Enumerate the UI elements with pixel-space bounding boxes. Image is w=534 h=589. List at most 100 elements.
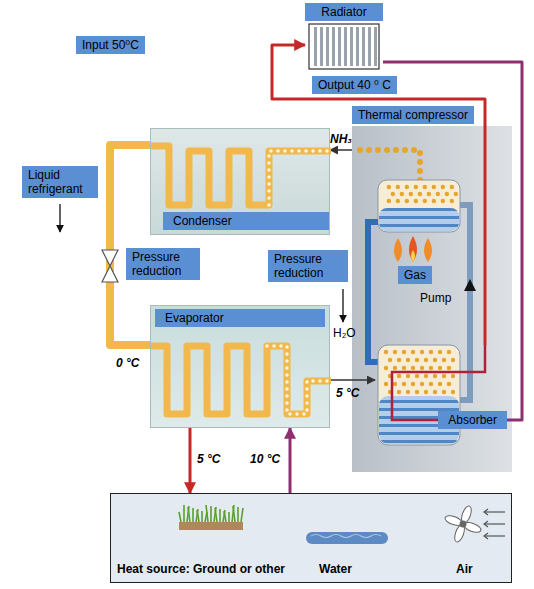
vapor-dot — [441, 199, 445, 203]
vapor-dots — [267, 346, 331, 414]
vapor-dot — [415, 358, 419, 362]
label-holder: Output 40 ⁰ C — [312, 76, 397, 94]
callout-label: Pressure reduction — [268, 250, 348, 282]
temperature-label: 5 °C — [197, 452, 220, 466]
flame — [409, 236, 417, 262]
generator-vessel — [378, 180, 460, 232]
air-arrow-head — [484, 509, 488, 515]
vapor-dot — [447, 382, 451, 386]
vapor-dot — [393, 350, 397, 354]
flow-label: NH₃ — [330, 132, 352, 146]
label-holder: H₂O — [333, 326, 356, 340]
vapor-dot — [409, 192, 413, 196]
vapor-dot — [429, 382, 433, 386]
vapor-dot — [384, 366, 388, 370]
vapor-dot — [414, 199, 418, 203]
grass-blade — [237, 507, 239, 522]
grass-blade — [223, 510, 225, 522]
section-heading: Thermal compressor — [352, 106, 474, 124]
vapor-dot — [396, 185, 400, 189]
grass-blade — [201, 511, 203, 522]
vapor-dot — [402, 366, 406, 370]
grass-blade — [197, 510, 199, 522]
callout-label: H₂O — [333, 326, 356, 340]
refrigerant-coil — [151, 346, 331, 414]
temperature-label: 0 °C — [116, 356, 139, 370]
air-arrow — [484, 523, 505, 524]
radiator-fin — [350, 27, 353, 66]
vapor-dot — [406, 374, 410, 378]
grass-blade — [188, 507, 190, 522]
solution-pipe — [368, 222, 378, 362]
grass-blade — [192, 508, 194, 522]
flame — [424, 238, 432, 262]
radiator-fin — [338, 27, 341, 66]
grass-blade — [228, 512, 230, 522]
vapor-dot — [429, 366, 433, 370]
heat-flow-arrow — [189, 428, 192, 493]
vapor-dot — [420, 382, 424, 386]
label-holder: Pump — [420, 291, 451, 305]
vapor-dot — [447, 350, 451, 354]
liquid-refrigerant-pipe — [110, 145, 150, 345]
vapor-dot — [424, 390, 428, 394]
label-holder: NH₃ — [330, 132, 352, 146]
grass-blade — [183, 505, 185, 522]
callout-label: Pump — [420, 291, 451, 305]
flame-core — [411, 250, 415, 262]
vapor-dot — [406, 358, 410, 362]
callout-label: Output 40 ⁰ C — [312, 76, 397, 94]
grass-blade — [206, 505, 208, 522]
vapor-dot — [432, 185, 436, 189]
vapor-dot — [454, 192, 458, 196]
expansion-valve — [102, 250, 118, 282]
temperature-label: 5 °C — [336, 386, 359, 400]
vapor-dot — [414, 185, 418, 189]
vapor-dot — [393, 366, 397, 370]
vapor-dot — [436, 192, 440, 196]
vapor-dot — [438, 350, 442, 354]
source-label: Water — [319, 562, 456, 576]
label-holder: Pressure reduction — [126, 248, 200, 280]
vapor-dot — [445, 192, 449, 196]
vapor-dot — [393, 382, 397, 386]
air-arrow — [484, 511, 505, 512]
vapor-dot — [424, 358, 428, 362]
source-label: Heat source: Ground or other — [117, 562, 319, 576]
vapor-dot — [420, 366, 424, 370]
radiator-body — [309, 24, 379, 69]
label-holder: 0 °C — [116, 356, 139, 370]
vapor-dot — [442, 390, 446, 394]
absorber-vessel: Absorber — [375, 345, 507, 450]
air-arrow-head — [484, 521, 488, 527]
label-holder: Gas — [398, 266, 432, 284]
flow-arrow — [342, 289, 343, 322]
vapor-dot — [402, 382, 406, 386]
radiator-fin — [314, 27, 317, 66]
vapor-dot — [400, 192, 404, 196]
heat-flow-arrow — [289, 428, 292, 493]
vapor-dot — [387, 199, 391, 203]
vapor-dot — [391, 192, 395, 196]
grass-blade — [241, 508, 243, 522]
vapor-dot — [447, 366, 451, 370]
vapor-dot — [450, 185, 454, 189]
radiator-fin — [320, 27, 323, 66]
component-label: Evaporator — [155, 309, 325, 327]
vapor-dot — [415, 390, 419, 394]
vapor-dots — [387, 185, 458, 203]
grass-blade — [214, 507, 216, 522]
radiator-fin — [368, 27, 371, 66]
soil — [179, 522, 243, 530]
water-wave — [311, 535, 381, 538]
vapor-dot — [397, 390, 401, 394]
flow-arrow — [59, 204, 60, 232]
grass-blade — [215, 508, 217, 522]
radiator-fin — [374, 27, 377, 66]
vapor-dot — [420, 350, 424, 354]
vapor-dot — [442, 374, 446, 378]
vapor-dot — [388, 358, 392, 362]
generator-liquid — [379, 208, 459, 231]
